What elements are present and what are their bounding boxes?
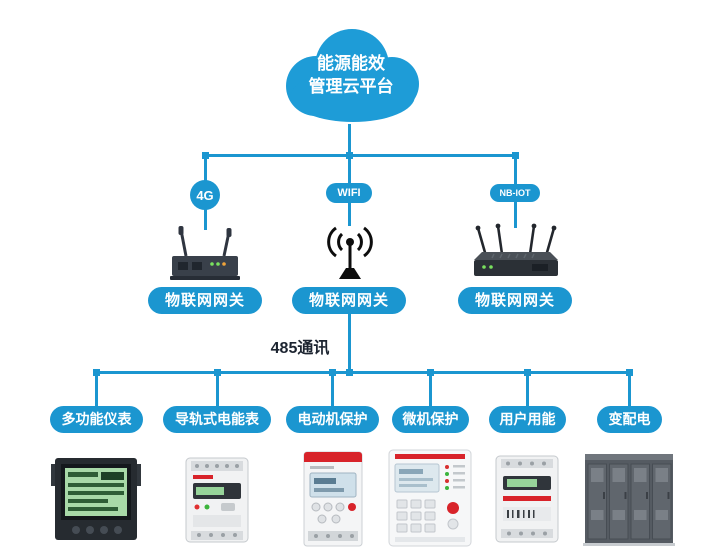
power-distribution-cabinets-icon bbox=[583, 454, 675, 546]
device-button-motor-protection: 电动机保护 bbox=[286, 406, 379, 433]
junction-dot bbox=[346, 152, 353, 159]
microcomputer-protection-device-icon bbox=[388, 449, 472, 547]
din-rail-energy-meter-icon bbox=[185, 457, 249, 543]
multifunction-meter-icon bbox=[51, 458, 141, 540]
industrial-4g-router-icon bbox=[170, 226, 240, 280]
user-energy-meter-icon bbox=[495, 455, 559, 543]
wifi-antenna-icon bbox=[327, 226, 373, 279]
device-button-micro-protection: 微机保护 bbox=[392, 406, 469, 433]
device-button-power-distribution: 变配电 bbox=[597, 406, 662, 433]
cloud-title-line2: 管理云平台 bbox=[308, 77, 394, 96]
connector-drop-device bbox=[628, 372, 631, 407]
connector-485-bus bbox=[95, 371, 631, 374]
device-button-multifunction-meter: 多功能仪表 bbox=[50, 406, 143, 433]
connector-drop-device bbox=[429, 372, 432, 407]
connector-cloud-down bbox=[348, 124, 351, 155]
gateway-button-4g: 物联网网关 bbox=[148, 287, 262, 314]
junction-dot bbox=[346, 369, 353, 376]
cloud-title-line1: 能源能效 bbox=[317, 54, 385, 73]
gateway-button-nbiot: 物联网网关 bbox=[458, 287, 572, 314]
connector-drop-device bbox=[95, 372, 98, 407]
junction-dot bbox=[202, 152, 209, 159]
motor-protection-relay-icon bbox=[303, 451, 363, 547]
device-button-din-rail-meter: 导轨式电能表 bbox=[163, 406, 271, 433]
badge-4g: 4G bbox=[190, 180, 220, 210]
device-button-user-energy: 用户用能 bbox=[489, 406, 566, 433]
junction-dot bbox=[512, 152, 519, 159]
connector-gateway-to-bus bbox=[348, 314, 351, 372]
connector-drop-device bbox=[331, 372, 334, 407]
bus-485-label: 485通讯 bbox=[270, 340, 330, 357]
connector-top-bus bbox=[204, 154, 517, 157]
gateway-button-wifi: 物联网网关 bbox=[292, 287, 406, 314]
connector-drop-device bbox=[526, 372, 529, 407]
badge-wifi: WIFI bbox=[326, 183, 372, 203]
industrial-nbiot-router-icon bbox=[474, 223, 558, 276]
connector-drop-device bbox=[216, 372, 219, 407]
badge-nbiot: NB-IOT bbox=[490, 184, 540, 202]
cloud-platform-title: 能源能效 管理云平台 bbox=[266, 52, 436, 98]
cloud-icon bbox=[286, 29, 419, 122]
